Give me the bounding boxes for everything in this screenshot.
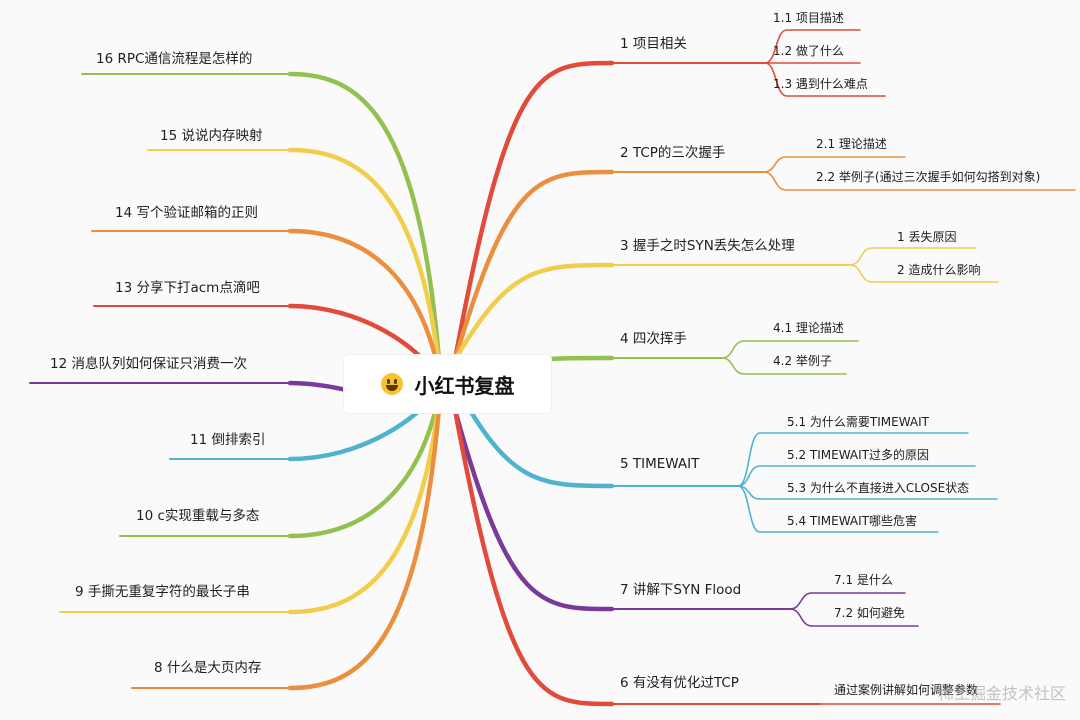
right-topic-6[interactable]: 6 有没有优化过TCP: [620, 675, 739, 691]
main-branch-right-5: [452, 381, 615, 489]
sub-branch-5-1: [737, 432, 969, 487]
left-topic-11[interactable]: 11 倒排索引: [190, 432, 266, 448]
main-branch-right-6: [452, 407, 615, 612]
subtopic-3-2[interactable]: 2 造成什么影响: [897, 263, 981, 277]
subtopic-6-1[interactable]: 通过案例讲解如何调整参数: [834, 683, 979, 697]
main-branch-right-1: [452, 60, 615, 363]
subtopic-5-3[interactable]: 5.3 为什么不直接进入CLOSE状态: [787, 481, 970, 495]
main-branch-left-3: [287, 228, 443, 381]
right-topic-3[interactable]: 3 握手之时SYN丢失怎么处理: [620, 238, 795, 254]
main-branch-left-8: [287, 390, 443, 615]
main-branch-left-2: [287, 147, 443, 378]
right-topic-2[interactable]: 2 TCP的三次握手: [620, 145, 726, 161]
left-topic-9[interactable]: 9 手撕无重复字符的最长子串: [75, 584, 250, 600]
sub-branch-4-1: [721, 340, 859, 359]
right-topic-5[interactable]: 5 TIMEWAIT: [620, 456, 700, 472]
subtopic-5-2[interactable]: 5.2 TIMEWAIT过多的原因: [787, 448, 929, 462]
left-topic-10[interactable]: 10 c实现重载与多态: [136, 508, 260, 524]
subtopic-4-1[interactable]: 4.1 理论描述: [773, 321, 844, 335]
subtopic-4-2[interactable]: 4.2 举例子: [773, 354, 832, 368]
subtopic-5-4[interactable]: 5.4 TIMEWAIT哪些危害: [787, 514, 917, 528]
main-branch-left-9: [287, 393, 443, 691]
sub-branch-1-1: [764, 29, 861, 64]
left-topic-15[interactable]: 15 说说内存映射: [160, 128, 263, 144]
sub-branch-4-2: [721, 357, 847, 375]
watermark: 稀土掘金技术社区: [937, 684, 1066, 703]
sub-branch-2-2: [763, 171, 1076, 191]
sub-branch-6-1: [789, 592, 906, 610]
right-topic-4[interactable]: 4 四次挥手: [620, 331, 687, 347]
sub-branch-5-2: [737, 465, 976, 487]
main-branch-right-2: [452, 169, 615, 363]
main-branch-left-1: [287, 71, 443, 375]
sub-branch-3-2: [849, 264, 999, 283]
left-topic-8[interactable]: 8 什么是大页内存: [154, 660, 262, 676]
subtopic-7-2[interactable]: 7.2 如何避免: [834, 606, 905, 620]
grinning-face-icon: [380, 373, 403, 395]
sub-branch-3-1: [849, 247, 976, 266]
sub-branch-2-1: [763, 156, 906, 173]
subtopic-3-1[interactable]: 1 丢失原因: [897, 230, 957, 244]
sub-branch-1-3: [764, 62, 886, 97]
subtopic-7-1[interactable]: 7.1 是什么: [834, 573, 893, 587]
main-branch-right-7: [452, 407, 615, 707]
right-topic-7[interactable]: 7 讲解下SYN Flood: [620, 582, 742, 598]
sub-branch-6-2: [789, 608, 919, 627]
central-topic-title: 小红书复盘: [414, 373, 515, 398]
left-topic-14[interactable]: 14 写个验证邮箱的正则: [115, 205, 258, 221]
sub-branch-5-4: [737, 485, 939, 533]
subtopic-2-1[interactable]: 2.1 理论描述: [816, 137, 887, 151]
left-topic-13[interactable]: 13 分享下打acm点滴吧: [115, 280, 260, 296]
subtopic-1-2[interactable]: 1.2 做了什么: [773, 44, 844, 58]
subtopic-1-3[interactable]: 1.3 遇到什么难点: [773, 77, 868, 91]
left-topic-12[interactable]: 12 消息队列如何保证只消费一次: [50, 356, 247, 372]
left-topic-16[interactable]: 16 RPC通信流程是怎样的: [96, 51, 253, 67]
subtopic-5-1[interactable]: 5.1 为什么需要TIMEWAIT: [787, 415, 929, 429]
main-branch-right-3: [452, 262, 615, 363]
main-branch-left-7: [287, 387, 443, 539]
central-topic[interactable]: 小红书复盘: [344, 355, 551, 413]
right-topic-1[interactable]: 1 项目相关: [620, 36, 687, 52]
subtopic-1-1[interactable]: 1.1 项目描述: [773, 11, 844, 25]
subtopic-2-2[interactable]: 2.2 举例子(通过三次握手如何勾搭到对象): [816, 170, 1041, 184]
